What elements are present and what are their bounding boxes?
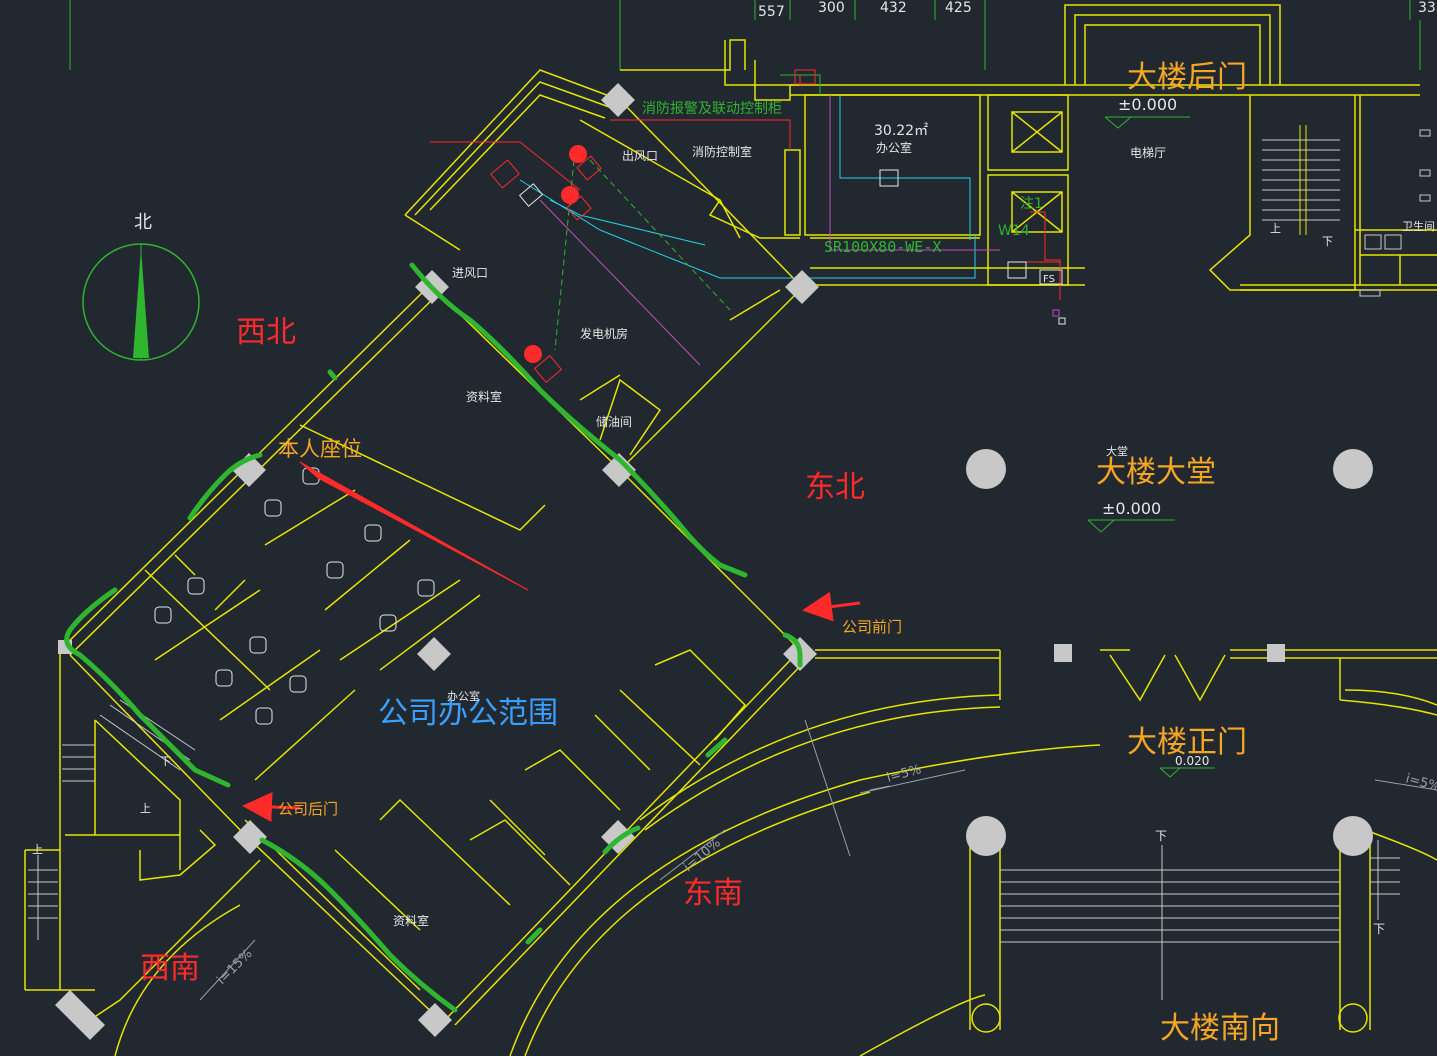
dim-557: 557: [758, 4, 785, 20]
building-south-side: 大楼南向: [1160, 1011, 1280, 1046]
stair-down-b: 下: [160, 755, 171, 768]
office-area-value: 30.22㎡: [874, 123, 928, 139]
dim-33: 33: [1418, 0, 1436, 16]
dim-425: 425: [945, 0, 972, 16]
company-front-door: 公司前门: [842, 618, 902, 636]
fire-devices: [490, 145, 602, 384]
north-compass: 北: [82, 212, 200, 361]
office-main-label: 办公室: [447, 689, 480, 703]
air-inlet-label: 进风口: [452, 266, 488, 280]
building-lobby-small: 大堂: [1106, 444, 1128, 458]
zhu1-label: 注1: [1020, 196, 1043, 212]
direction-southwest: 西南: [140, 951, 200, 986]
office-boundary-highlight: [64, 262, 803, 1013]
fs-label: FS: [1043, 274, 1055, 285]
direction-northeast: 东北: [805, 470, 865, 505]
office-small-label: 办公室: [876, 140, 912, 155]
stair-down-a: 下: [1322, 235, 1333, 248]
fire-control-room-label: 消防控制室: [692, 144, 752, 159]
stair-top-right: [1262, 125, 1340, 235]
round-columns: [966, 449, 1373, 1033]
annotation-arrows: [242, 461, 861, 822]
mep-lines: [430, 74, 1061, 366]
level-main: 0.020: [1175, 754, 1209, 768]
walls-top: [620, 4, 1437, 291]
equipment-symbols: [794, 69, 1431, 325]
seat-pointer-arrow: [299, 461, 529, 591]
stair-down-d: 下: [1373, 922, 1385, 936]
building-lobby: 大楼大堂: [1096, 455, 1216, 490]
walls-rotated-wing: [24, 69, 809, 1026]
dim-300: 300: [818, 0, 845, 16]
slope-arrows: [869, 785, 891, 791]
restroom-label: 卫生间: [1402, 219, 1435, 233]
generator-room-label: 发电机房: [580, 326, 628, 341]
fire-panel-label: 消防报警及联动控制柜: [642, 101, 782, 117]
main-stairs: [1000, 840, 1400, 1000]
stair-down-c: 下: [1155, 829, 1167, 843]
dimension-labels: 557 300 432 425 33: [758, 0, 1436, 20]
walls-curved: [114, 649, 1437, 1056]
level-markers: [1087, 116, 1215, 778]
dim-432: 432: [880, 0, 907, 16]
level-lobby: ±0.000: [1102, 499, 1161, 518]
company-back-door: 公司后门: [278, 800, 338, 818]
air-outlet-label: 出风口: [622, 149, 658, 163]
archive-north-label: 资料室: [466, 389, 502, 404]
stair-up-a: 上: [1270, 222, 1281, 235]
direction-southeast: 东南: [683, 876, 743, 911]
oil-storage-label: 储油间: [596, 414, 632, 429]
stair-up-c: 上: [32, 843, 43, 856]
direction-northwest: 西北: [236, 315, 296, 350]
archive-south-label: 资料室: [393, 913, 429, 928]
elevator-hall-label: 电梯厅: [1130, 146, 1166, 160]
building-main-door: 大楼正门: [1127, 725, 1247, 760]
slope-lines: [199, 719, 1437, 1001]
company-office-area: 公司办公范围: [378, 696, 558, 731]
stair-up-b: 上: [140, 802, 151, 815]
building-back-door: 大楼后门: [1127, 60, 1247, 95]
my-seat-label: 本人座位: [278, 437, 362, 461]
w14-label: W14: [998, 223, 1030, 239]
level-back: ±0.000: [1118, 95, 1177, 114]
north-label: 北: [134, 212, 152, 233]
grid-lines: [69, 0, 1421, 70]
cable-tray-label: SR100X80-WE-X: [824, 238, 941, 256]
